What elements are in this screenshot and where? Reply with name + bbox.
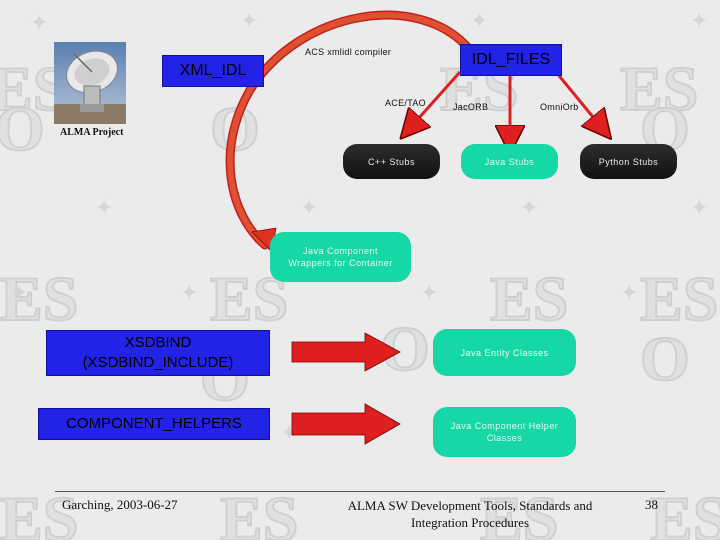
svg-text:ES: ES: [0, 483, 78, 540]
component-helpers-label: COMPONENT_HELPERS: [66, 415, 242, 432]
java-helper-line2: Classes: [486, 433, 523, 443]
svg-text:✦: ✦: [300, 196, 318, 221]
java-entity-label: Java Entity Classes: [460, 347, 549, 358]
svg-text:✦: ✦: [620, 281, 638, 306]
xsdbind-box: XSDBIND (XSDBIND_INCLUDE): [46, 330, 270, 376]
svg-text:✦: ✦: [470, 9, 488, 34]
xsdbind-line1: XSDBIND: [124, 334, 192, 351]
page-number: 38: [645, 497, 658, 512]
xml-idl-label: XML_IDL: [179, 62, 247, 79]
footer-divider: [55, 491, 665, 492]
svg-text:ES: ES: [620, 53, 698, 124]
omniorb-label: OmniOrb: [540, 102, 579, 112]
compiler-label: ACS xmlidl compiler: [305, 47, 392, 57]
svg-text:✦: ✦: [240, 9, 258, 34]
xsdbind-arrow: [291, 332, 401, 372]
component-helpers-box: COMPONENT_HELPERS: [38, 408, 270, 440]
component-wrappers-line1: Java Component: [302, 246, 379, 256]
svg-text:O: O: [0, 93, 45, 164]
component-wrappers-line2: Wrappers for Container: [288, 258, 393, 268]
svg-text:✦: ✦: [690, 196, 708, 221]
alma-logo: [54, 42, 126, 124]
xsdbind-line2: (XSDBIND_INCLUDE): [82, 354, 234, 371]
svg-text:ES: ES: [490, 263, 568, 334]
antenna-icon: [54, 42, 126, 124]
footer-location-date: Garching, 2003-06-27: [62, 497, 178, 512]
helpers-arrow: [291, 403, 401, 445]
svg-text:✦: ✦: [30, 11, 48, 36]
python-stubs-label: Python Stubs: [598, 156, 659, 167]
java-stubs-label: Java Stubs: [484, 156, 535, 167]
logo-caption: ALMA Project: [60, 127, 124, 138]
footer-title-line1: ALMA SW Development Tools, Standards and: [347, 498, 593, 513]
ace-tao-label: ACE/TAO: [385, 98, 426, 108]
svg-text:O: O: [640, 323, 690, 394]
cpp-stubs-label: C++ Stubs: [367, 156, 416, 167]
svg-text:✦: ✦: [95, 196, 113, 221]
svg-text:✦: ✦: [690, 9, 708, 34]
idl-files-box: IDL_FILES: [460, 44, 562, 76]
svg-text:✦: ✦: [180, 281, 198, 306]
cpp-stubs-pill: C++ Stubs: [343, 144, 440, 179]
arrow-to-python: [554, 71, 602, 128]
jacorb-label: JacORB: [453, 102, 489, 112]
idl-files-label: IDL_FILES: [471, 51, 551, 68]
svg-text:ES: ES: [0, 263, 78, 334]
java-helper-pill: Java Component Helper Classes: [433, 407, 576, 457]
footer-title: ALMA SW Development Tools, Standards and…: [330, 497, 610, 531]
java-stubs-pill: Java Stubs: [461, 144, 558, 179]
svg-text:✦: ✦: [420, 281, 438, 306]
arrow-to-cpp: [410, 71, 462, 128]
xml-idl-box: XML_IDL: [162, 55, 264, 87]
svg-text:O: O: [210, 93, 260, 164]
svg-text:ES: ES: [640, 263, 718, 334]
footer-title-line2: Integration Procedures: [410, 515, 530, 530]
python-stubs-pill: Python Stubs: [580, 144, 677, 179]
svg-text:✦: ✦: [520, 196, 538, 221]
svg-text:✦: ✦: [10, 281, 28, 306]
java-entity-pill: Java Entity Classes: [433, 329, 576, 376]
java-helper-line1: Java Component Helper: [450, 421, 559, 431]
component-wrappers-pill: Java Component Wrappers for Container: [270, 232, 411, 282]
